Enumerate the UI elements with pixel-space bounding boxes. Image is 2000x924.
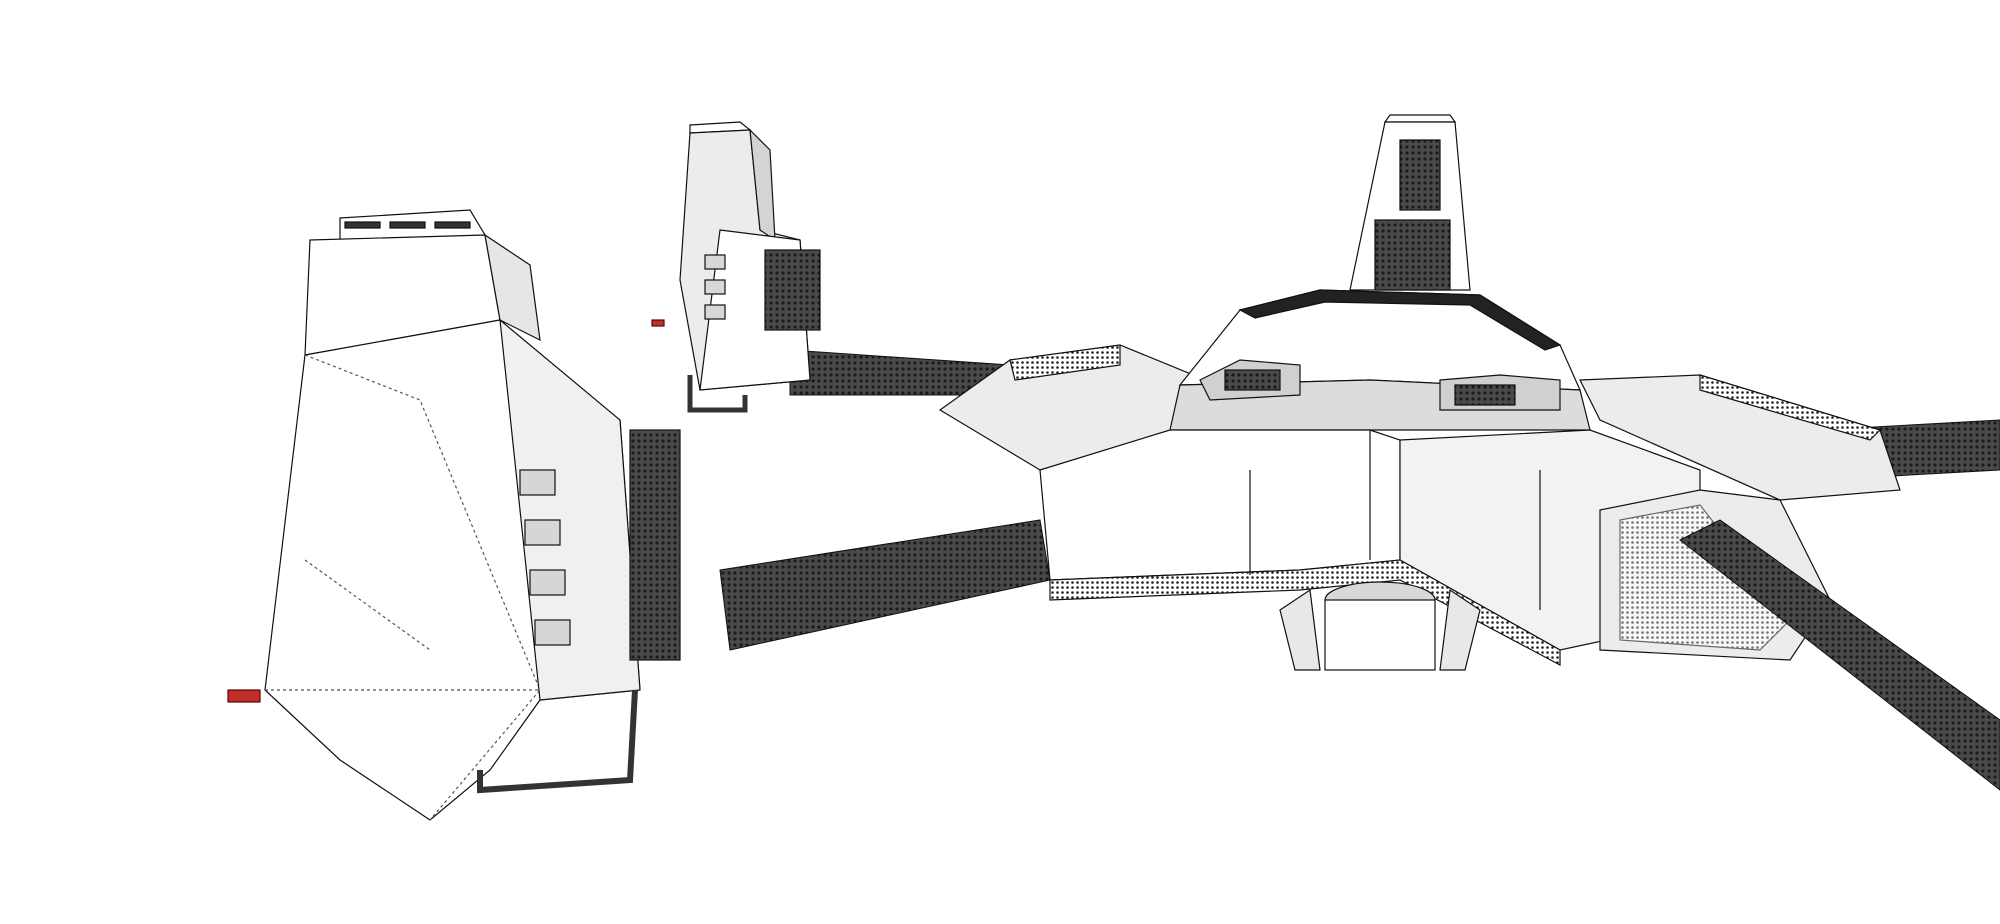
pipe-bundle-front-right xyxy=(1679,519,2000,791)
top-vent-right xyxy=(1439,374,1561,411)
pipe-bundle-front-left xyxy=(719,519,1051,651)
front-left-tower xyxy=(227,209,681,821)
back-left-tower xyxy=(651,121,821,413)
top-vent-left xyxy=(1199,359,1301,401)
back-right-tower xyxy=(1349,114,1471,291)
central-hub xyxy=(938,289,1901,671)
underside-hatch xyxy=(1279,581,1481,671)
